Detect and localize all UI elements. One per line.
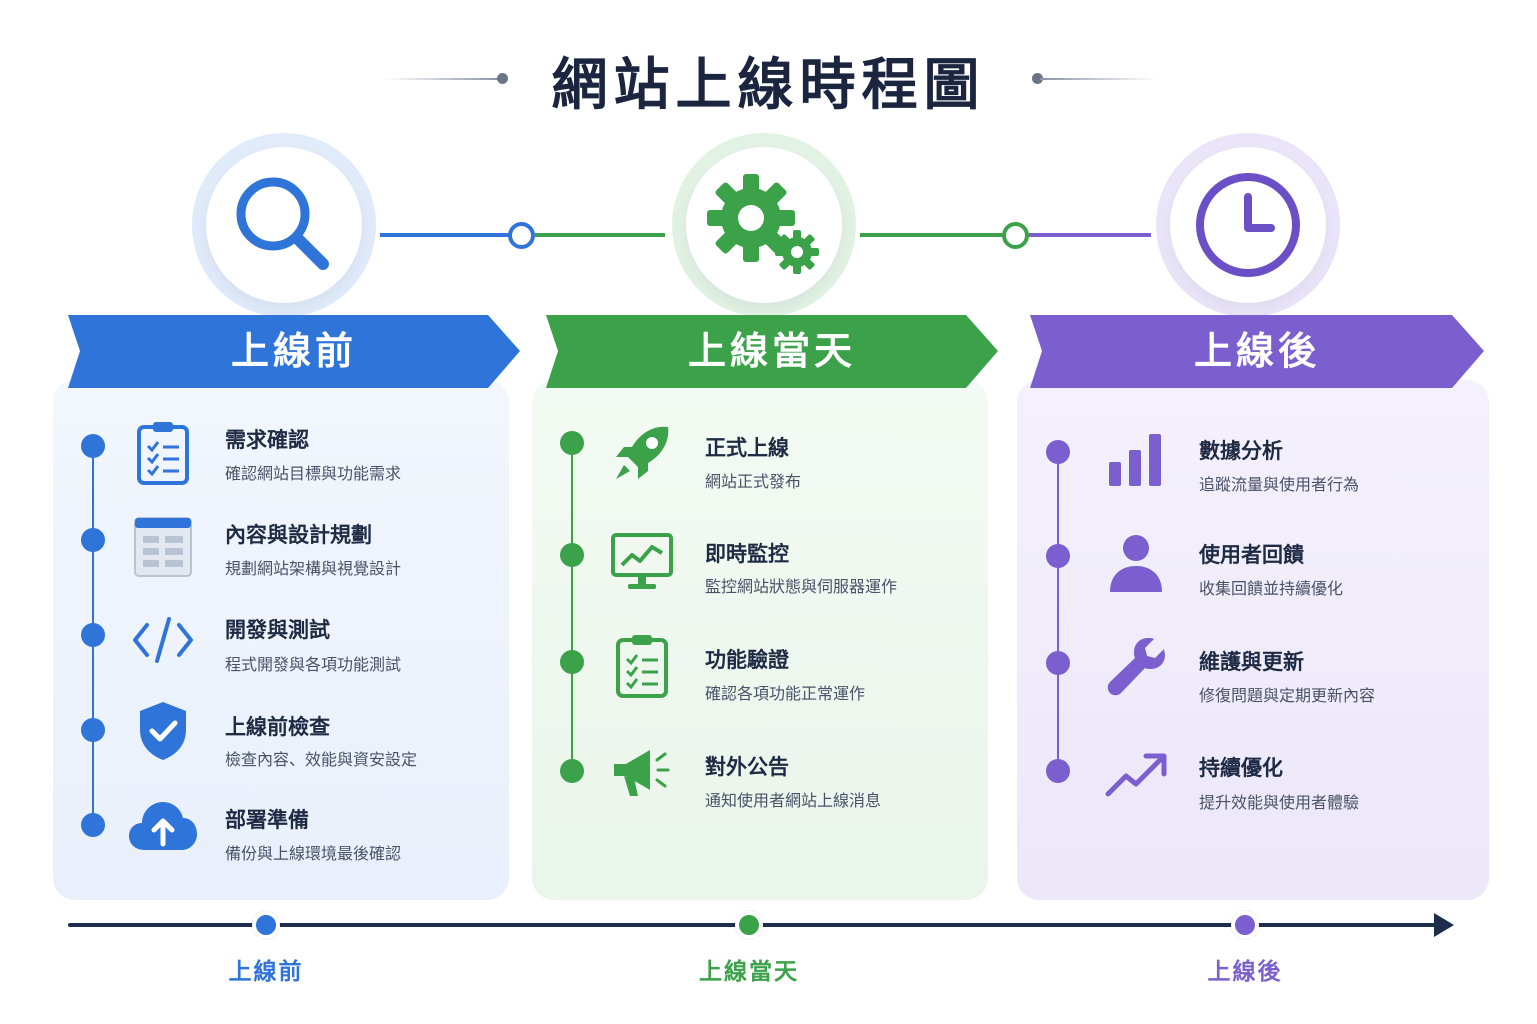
connector-blue	[380, 233, 510, 237]
step-title: 維護與更新	[1199, 650, 1304, 674]
title-dot-right	[1032, 73, 1043, 84]
wrench-icon	[1104, 634, 1168, 698]
step-dot	[560, 543, 584, 567]
step-title: 需求確認	[225, 428, 309, 452]
step-dot	[560, 759, 584, 783]
step-dot	[81, 718, 105, 742]
step-desc: 提升效能與使用者體驗	[1199, 793, 1360, 812]
timeline-dot-after	[1231, 911, 1259, 939]
layout-grid-icon	[131, 515, 195, 579]
shield-check-icon	[131, 699, 195, 763]
phase-launch-icon-circle	[672, 133, 856, 317]
connector-green-left	[535, 233, 665, 237]
phase-launch-step-line	[571, 443, 573, 771]
page-title: 網站上線時程圖	[551, 53, 986, 118]
timeline-dot-before	[252, 911, 280, 939]
trend-up-icon	[1104, 742, 1168, 806]
panel-after	[1017, 380, 1489, 900]
step-desc: 通知使用者網站上線消息	[705, 791, 882, 810]
connector-green-right	[860, 233, 1002, 237]
title-dot-left	[497, 73, 508, 84]
phase-after-step-line	[1057, 452, 1059, 772]
clipboard-checklist-icon	[131, 421, 195, 485]
phase-before-title: 上線前	[230, 329, 357, 373]
timeline-label-before: 上線前	[228, 959, 304, 985]
step-desc: 收集回饋並持續優化	[1199, 579, 1344, 598]
phase-launch-ribbon: 上線當天	[546, 315, 998, 388]
step-desc: 確認網站目標與功能需求	[225, 464, 402, 483]
panel-before	[53, 380, 509, 900]
step-dot	[1046, 651, 1070, 675]
bar-chart-icon	[1104, 426, 1168, 490]
gears-icon	[707, 174, 819, 274]
step-title: 對外公告	[705, 755, 789, 779]
timeline-label-after: 上線後	[1207, 959, 1283, 985]
step-title: 使用者回饋	[1199, 543, 1304, 567]
step-dot	[1046, 440, 1070, 464]
cloud-upload-icon	[127, 792, 199, 856]
step-dot	[1046, 759, 1070, 783]
step-dot	[560, 650, 584, 674]
step-desc: 程式開發與各項功能測試	[225, 655, 402, 674]
step-desc: 追蹤流量與使用者行為	[1199, 475, 1360, 494]
step-desc: 監控網站狀態與伺服器運作	[705, 577, 898, 596]
timeline-arrow-icon	[1434, 913, 1454, 937]
phase-after-title: 上線後	[1193, 329, 1320, 373]
connector-node-2	[1002, 222, 1029, 249]
step-dot	[81, 813, 105, 837]
step-dot	[560, 431, 584, 455]
step-dot	[81, 434, 105, 458]
step-title: 功能驗證	[705, 648, 789, 672]
step-desc: 修復問題與定期更新內容	[1199, 686, 1376, 705]
clipboard-checklist-icon	[610, 634, 674, 698]
panel-launch	[532, 380, 988, 900]
step-dot	[1046, 544, 1070, 568]
step-title: 持續優化	[1199, 756, 1283, 780]
step-title: 內容與設計規劃	[225, 523, 372, 547]
step-desc: 備份與上線環境最後確認	[225, 844, 402, 863]
monitor-chart-icon	[610, 530, 674, 594]
phase-before-ribbon: 上線前	[68, 315, 520, 388]
timeline-label-launch: 上線當天	[699, 959, 799, 985]
step-title: 開發與測試	[225, 618, 330, 642]
step-desc: 規劃網站架構與視覺設計	[225, 559, 402, 578]
phase-after-ribbon: 上線後	[1030, 315, 1484, 388]
step-dot	[81, 528, 105, 552]
code-icon	[131, 608, 195, 672]
phase-launch-title: 上線當天	[687, 329, 856, 373]
search-icon	[236, 177, 329, 270]
step-desc: 網站正式發布	[705, 472, 802, 491]
step-title: 即時監控	[705, 542, 789, 566]
connector-purple	[1029, 233, 1151, 237]
clock-icon	[1196, 173, 1300, 277]
megaphone-icon	[610, 740, 674, 804]
step-dot	[81, 623, 105, 647]
phase-after-icon-circle	[1156, 133, 1340, 317]
title-rule-right	[1040, 78, 1156, 80]
title-rule-left	[384, 78, 500, 80]
step-title: 上線前檢查	[225, 715, 330, 739]
rocket-icon	[610, 421, 674, 485]
user-icon	[1104, 530, 1168, 594]
step-desc: 確認各項功能正常運作	[705, 684, 866, 703]
step-desc: 檢查內容、效能與資安設定	[225, 750, 418, 769]
timeline-dot-launch	[735, 911, 763, 939]
step-title: 部署準備	[225, 808, 309, 832]
connector-node-1	[508, 222, 535, 249]
step-title: 數據分析	[1199, 439, 1283, 463]
step-title: 正式上線	[705, 436, 789, 460]
phase-before-icon-circle	[192, 133, 376, 317]
